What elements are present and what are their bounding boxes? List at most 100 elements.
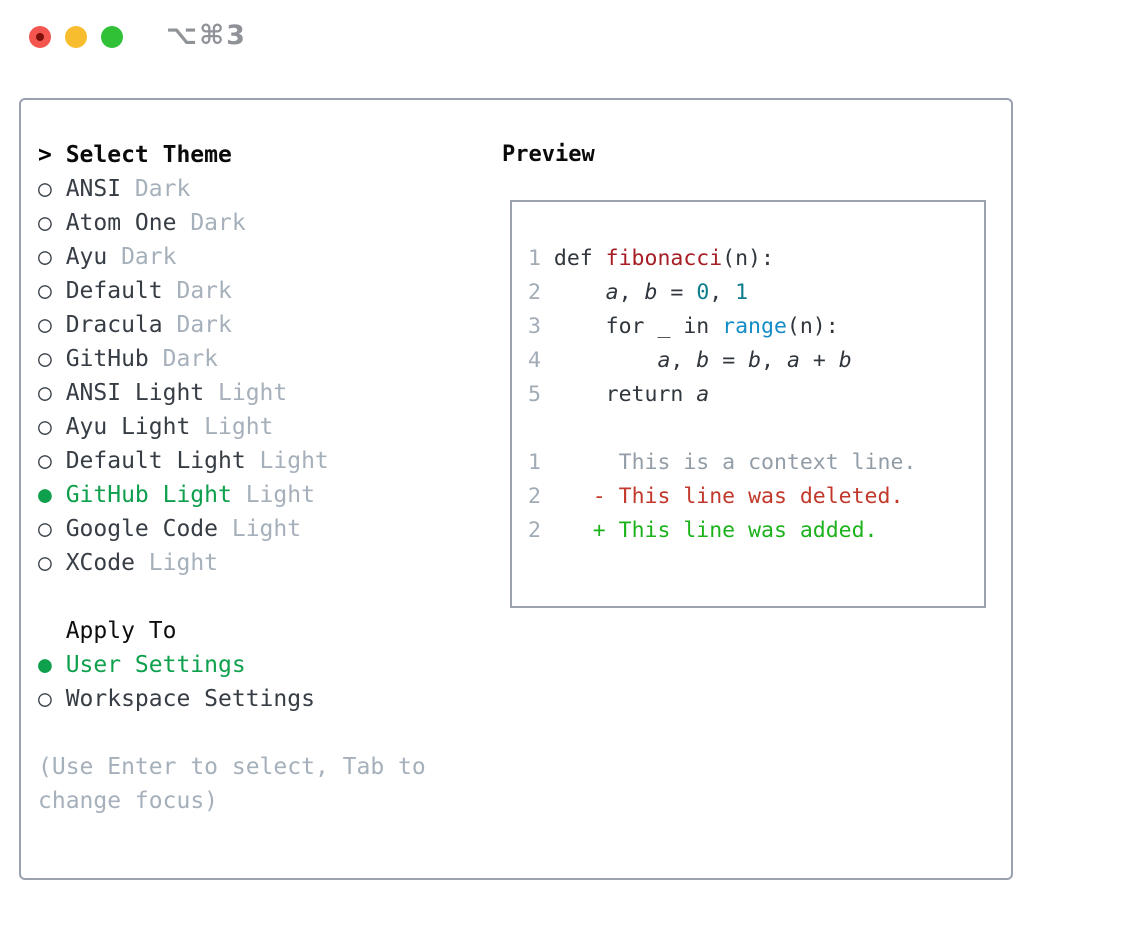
- theme-variant-tag: Dark: [134, 176, 191, 202]
- theme-option-xcode[interactable]: ○ XCode Light: [38, 546, 426, 580]
- theme-variant-tag: Light: [259, 448, 329, 474]
- prompt-icon: >: [38, 142, 52, 168]
- radio-unselected-icon: ○: [38, 244, 52, 270]
- theme-option-dracula[interactable]: ○ Dracula Dark: [38, 308, 426, 342]
- code-line: 2 a, b = 0, 1: [528, 276, 984, 310]
- code-token: 2: [528, 518, 541, 543]
- theme-variant-tag: Dark: [162, 346, 219, 372]
- window-title: ⌥⌘3: [166, 20, 247, 51]
- code-token: [554, 348, 658, 373]
- code-line: 2 - This line was deleted.: [528, 480, 984, 514]
- minimize-button[interactable]: [65, 26, 87, 48]
- select-theme-header: > Select Theme: [38, 138, 426, 172]
- code-token: 1: [528, 246, 554, 271]
- theme-option-atom-one-label: Atom One: [65, 210, 177, 236]
- apply-option-user-settings[interactable]: ●User Settings: [38, 648, 426, 682]
- code-token: 5: [528, 382, 554, 407]
- theme-variant-tag: Dark: [121, 244, 177, 270]
- code-line: 1 def fibonacci(n):: [528, 242, 984, 276]
- code-token: ,: [670, 348, 697, 373]
- code-token: b: [644, 280, 658, 305]
- radio-unselected-icon: ○: [38, 346, 52, 372]
- theme-variant-tag: Light: [204, 414, 274, 440]
- code-line: 4 a, b = b, a + b: [528, 344, 984, 378]
- code-token: [541, 484, 593, 509]
- zoom-button[interactable]: [101, 26, 123, 48]
- code-token: =: [657, 280, 697, 305]
- theme-option-xcode-label: XCode: [65, 550, 135, 576]
- radio-selected-icon: ●: [38, 652, 52, 678]
- code-token: 1: [528, 450, 541, 475]
- apply-to-header-label: Apply To: [65, 618, 177, 644]
- code-token: def: [553, 246, 606, 271]
- radio-unselected-icon: ○: [38, 550, 52, 576]
- code-token: fibonacci: [605, 246, 723, 271]
- radio-unselected-icon: ○: [38, 312, 52, 338]
- code-token: 0: [696, 280, 710, 305]
- code-token: [554, 280, 606, 305]
- theme-option-github-label: GitHub: [65, 346, 149, 372]
- theme-option-default-label: Default: [65, 278, 163, 304]
- code-token: ,: [618, 280, 645, 305]
- close-button[interactable]: [29, 26, 51, 48]
- code-token: + This line was added.: [592, 518, 878, 543]
- code-token: 2: [528, 484, 541, 509]
- theme-variant-tag: Dark: [176, 312, 232, 338]
- theme-variant-tag: Light: [218, 380, 288, 406]
- theme-variant-tag: Dark: [190, 210, 246, 236]
- theme-option-ayu-light-label: Ayu Light: [65, 414, 191, 440]
- theme-option-github-light-label: GitHub Light: [65, 482, 232, 508]
- radio-unselected-icon: ○: [38, 380, 52, 406]
- code-token: a: [657, 348, 671, 373]
- code-line: 3 for _ in range(n):: [528, 310, 984, 344]
- select-theme-header-label: Select Theme: [65, 142, 232, 168]
- code-token: (n):: [722, 246, 774, 271]
- theme-option-dracula-label: Dracula: [65, 312, 163, 338]
- theme-variant-tag: Light: [148, 550, 219, 576]
- theme-option-google-code-label: Google Code: [65, 516, 219, 542]
- code-line: 5 return a: [528, 378, 984, 412]
- code-token: range: [722, 314, 787, 339]
- theme-option-default-light-label: Default Light: [65, 448, 246, 474]
- apply-option-workspace-settings[interactable]: ○ Workspace Settings: [38, 682, 426, 716]
- code-line: 2 + This line was added.: [528, 514, 984, 548]
- code-token: This is a context line.: [618, 450, 917, 475]
- code-token: (n):: [786, 314, 839, 339]
- theme-option-default-light[interactable]: ○ Default Light Light: [38, 444, 426, 478]
- code-line: [528, 412, 984, 446]
- radio-selected-icon: ●: [38, 482, 52, 508]
- radio-unselected-icon: ○: [38, 686, 52, 712]
- theme-variant-tag: Dark: [176, 278, 232, 304]
- code-token: 2: [528, 280, 554, 305]
- code-token: ,: [709, 280, 736, 305]
- code-token: [541, 450, 619, 475]
- code-token: b: [696, 348, 710, 373]
- theme-option-ansi-label: ANSI: [65, 176, 122, 202]
- code-token: b: [748, 348, 762, 373]
- preview-header-label: Preview: [502, 142, 595, 167]
- theme-option-github[interactable]: ○ GitHub Dark: [38, 342, 426, 376]
- code-token: 3: [528, 314, 554, 339]
- code-token: - This line was deleted.: [592, 484, 904, 509]
- keyboard-hint-line: (Use Enter to select, Tab to: [38, 754, 426, 780]
- radio-unselected-icon: ○: [38, 516, 52, 542]
- radio-unselected-icon: ○: [38, 448, 52, 474]
- code-token: a: [605, 280, 619, 305]
- apply-option-workspace-settings-label: Workspace Settings: [65, 686, 315, 712]
- code-token: b: [838, 348, 852, 373]
- theme-option-github-light[interactable]: ● GitHub Light Light: [38, 478, 426, 512]
- theme-variant-tag: Light: [245, 482, 315, 508]
- code-token: +: [799, 348, 839, 373]
- code-token: for _ in: [553, 314, 723, 339]
